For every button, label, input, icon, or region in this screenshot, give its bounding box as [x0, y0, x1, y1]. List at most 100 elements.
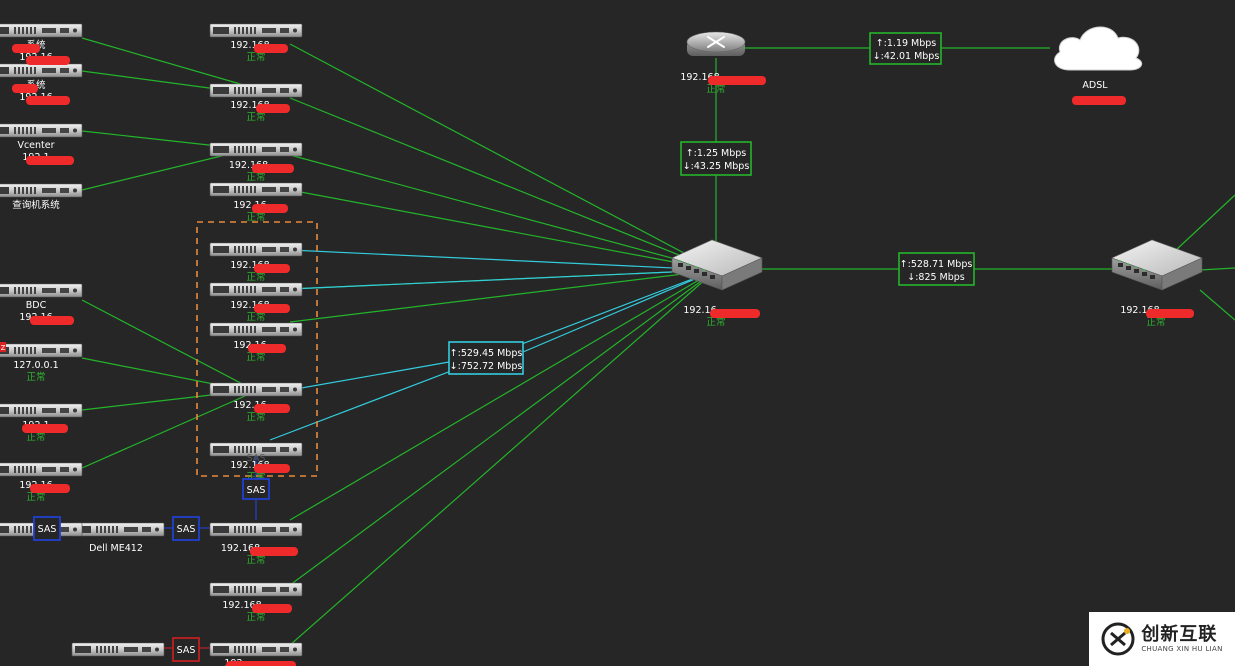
network-link-15[interactable] [289, 269, 717, 586]
server-s4[interactable] [0, 183, 83, 198]
rate-up-storage-switch: ↑:529.45 Mbps [450, 348, 523, 359]
network-link-cyan-3[interactable] [522, 269, 717, 353]
network-link-cyan-0[interactable] [289, 249, 717, 271]
server-s1[interactable] [0, 23, 83, 38]
server-dell1b[interactable] [71, 642, 165, 657]
core-switch[interactable] [671, 239, 763, 291]
node-status-m4: 正常 [246, 271, 265, 283]
rate-box-switch-router[interactable]: ↑:1.25 Mbps ↓:43.25 Mbps [680, 141, 752, 176]
network-link-24[interactable] [1199, 267, 1235, 271]
node-status-m10: 正常 [246, 611, 265, 623]
redaction-mark-switch1 [710, 309, 760, 318]
network-link-cyan-2[interactable] [289, 361, 450, 391]
server-m0[interactable] [209, 23, 303, 38]
server-m5[interactable] [209, 282, 303, 297]
network-link-14[interactable] [289, 269, 717, 521]
redaction-mark-s1 [26, 56, 70, 65]
node-ip-switch2: 192.168 [1120, 305, 1159, 316]
rate-box-switch-switch[interactable]: ↑:528.71 Mbps ↓:825 Mbps [898, 252, 975, 286]
node-status-s6: 正常 [26, 371, 45, 383]
rate-box-router-adsl[interactable]: ↑:1.19 Mbps ↓:42.01 Mbps [869, 32, 942, 65]
server-m2[interactable] [209, 142, 303, 157]
adsl-cloud-icon[interactable] [1054, 26, 1143, 71]
redaction-mark-m5 [254, 304, 290, 313]
rate-up-switch-switch: ↑:528.71 Mbps [900, 259, 973, 270]
node-status-m6: 正常 [246, 351, 265, 363]
node-ip-m9: 192.168. [221, 543, 263, 554]
server-s3[interactable] [0, 123, 83, 138]
network-link-10[interactable] [289, 154, 717, 271]
network-link-9[interactable] [289, 97, 717, 271]
server-m10[interactable] [209, 582, 303, 597]
node-name-s3: Vcenter [17, 140, 54, 151]
server-s2[interactable] [0, 63, 83, 78]
network-link-11[interactable] [289, 189, 717, 271]
redaction-mark-s5 [30, 316, 74, 325]
redaction-mark-m10 [252, 604, 292, 613]
node-ip-m10: 192.168 [222, 600, 261, 611]
sas-label-2: SAS [177, 524, 196, 535]
network-link-23[interactable] [1175, 194, 1235, 251]
node-name-adsl: ADSL [1082, 80, 1108, 91]
node-status-m1: 正常 [246, 111, 265, 123]
brand-name-en: CHUANG XIN HU LIAN [1141, 644, 1223, 653]
node-name-s6: 127.0.0.1 [13, 360, 58, 371]
network-link-4[interactable] [81, 299, 255, 391]
node-ip-switch1: 192.16 [683, 305, 716, 316]
network-link-16[interactable] [289, 269, 717, 646]
redaction-mark-s3 [26, 156, 74, 165]
node-status-s8: 正常 [26, 491, 45, 503]
redaction-mark-s2 [26, 96, 70, 105]
edge-switch[interactable] [1111, 239, 1203, 291]
network-link-7[interactable] [81, 391, 255, 469]
node-status-switch1: 正常 [706, 316, 725, 328]
sas-box-2[interactable]: SAS [172, 516, 200, 541]
redaction-mark-s1n [12, 44, 40, 53]
network-link-25[interactable] [1199, 289, 1235, 321]
router-arrows-icon [707, 36, 725, 48]
node-status-m0: 正常 [246, 51, 265, 63]
brand-name-cn: 创新互联 [1141, 623, 1218, 645]
server-s8[interactable] [0, 462, 83, 477]
node-ip-m5: 192.168 [230, 300, 269, 311]
redaction-mark-m7 [254, 404, 290, 413]
node-ip-m7: 192.16 [233, 400, 266, 411]
sas-box-1[interactable]: SAS [33, 516, 61, 541]
redaction-mark-m9 [250, 547, 298, 556]
server-m4[interactable] [209, 242, 303, 257]
server-m3[interactable] [209, 182, 303, 197]
network-link-13[interactable] [289, 269, 717, 323]
server-dell1[interactable] [71, 522, 165, 537]
network-link-8[interactable] [289, 43, 717, 271]
router-device[interactable] [686, 31, 746, 56]
server-s5[interactable] [0, 283, 83, 298]
node-ip-router: 192.168 [680, 72, 719, 83]
sas-label-3: SAS [247, 485, 266, 496]
sas-box-3[interactable]: SAS [242, 478, 270, 500]
node-ip-m2: 192.168. [229, 160, 271, 171]
server-m7[interactable] [209, 382, 303, 397]
server-group-box [196, 221, 318, 477]
node-status-m3: 正常 [246, 211, 265, 223]
rate-down-switch-switch: ↓:825 Mbps [907, 272, 965, 283]
redaction-mark-adsl [1072, 96, 1126, 105]
network-link-0[interactable] [81, 37, 255, 89]
server-s6[interactable] [0, 343, 83, 358]
server-m9[interactable] [209, 522, 303, 537]
node-ip-m1: 192.168 [230, 100, 269, 111]
node-ip-m3: 192.16 [233, 200, 266, 211]
server-m6[interactable] [209, 322, 303, 337]
server-m1[interactable] [209, 83, 303, 98]
sas-box-4[interactable]: SAS [172, 637, 200, 662]
redaction-mark-m0 [254, 44, 288, 53]
svg-text:SAS: SAS [247, 453, 266, 464]
rate-box-storage-switch[interactable]: ↑:529.45 Mbps ↓:752.72 Mbps [448, 341, 524, 375]
redaction-mark-s8 [30, 484, 70, 493]
network-link-cyan-1[interactable] [289, 269, 717, 290]
redaction-mark-m2 [252, 164, 294, 173]
node-ip-m8: 192.168 [230, 460, 269, 471]
node-name-s5: BDC [26, 300, 47, 311]
alert-marker: Z [0, 342, 6, 352]
server-s7[interactable] [0, 403, 83, 418]
server-m11[interactable] [209, 642, 303, 657]
